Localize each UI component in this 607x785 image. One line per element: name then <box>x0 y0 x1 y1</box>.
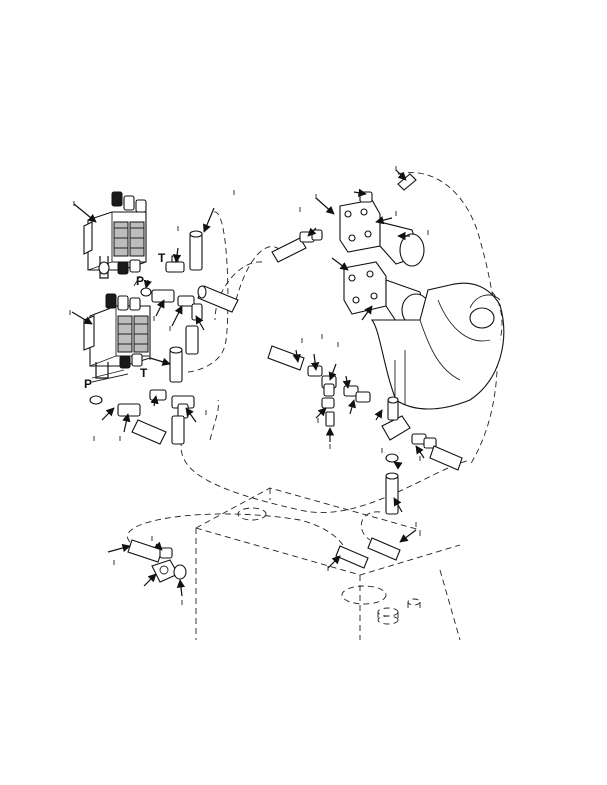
lower-valve-mount-bracket <box>83 315 95 351</box>
hose-end-center <box>267 345 305 371</box>
callout-arrows <box>71 169 425 597</box>
pump-assembly <box>339 199 505 410</box>
hose-end-pump-upper <box>271 229 323 263</box>
tank-fill-opening <box>341 585 387 605</box>
port-label-t-upper: T <box>158 251 166 265</box>
port-labels: T P T P <box>84 251 166 391</box>
port-label-t-lower: T <box>140 366 148 380</box>
fitting-t-upper <box>165 255 185 273</box>
o-ring-upper <box>140 287 152 297</box>
port-label-p-lower: P <box>84 377 92 391</box>
tank-breather-cap <box>377 607 399 625</box>
o-ring-lower <box>89 395 103 405</box>
upright-hose-end-lower <box>169 346 183 383</box>
tank-port-left <box>237 507 267 521</box>
tee-fitting-lower <box>171 395 195 419</box>
lower-valve-solenoids <box>105 293 143 369</box>
hose-end-lower-vertical <box>171 415 185 445</box>
callout-index-marks <box>69 166 429 605</box>
hose-end-lower-diagonal <box>131 419 167 445</box>
pump-upper-head <box>339 199 381 253</box>
hose-end-tank-right <box>335 545 369 569</box>
bottom-fittings <box>127 539 369 583</box>
port-leader-lines <box>91 275 141 383</box>
hose-end-tank-left <box>127 539 173 563</box>
fitting-right-chain <box>411 433 463 471</box>
center-fittings <box>267 173 463 561</box>
pump-lower-head <box>343 261 387 315</box>
upright-hose-end-upper <box>189 230 203 271</box>
pressure-relief-valve <box>381 396 411 441</box>
upper-valve-mount-bracket <box>83 221 93 255</box>
hose-routes <box>127 172 498 549</box>
left-fittings <box>89 230 239 445</box>
hydraulic-tank <box>195 487 461 641</box>
flange-o-ring <box>173 564 187 580</box>
tank-filler-neck <box>407 598 421 608</box>
hose-end-top-right <box>359 173 417 203</box>
fitting-t-lower <box>149 389 167 401</box>
vertical-hose-end <box>385 453 399 515</box>
port-label-p-upper: P <box>136 274 144 288</box>
adapter-lower <box>117 403 141 417</box>
hose-end-vertical <box>185 325 199 355</box>
hose-end-mid-right <box>197 285 239 313</box>
upper-control-valve <box>83 191 147 279</box>
hose-end-bottom-right <box>367 537 401 561</box>
adapter-upper <box>151 289 175 303</box>
upper-valve-solenoids <box>111 191 147 275</box>
